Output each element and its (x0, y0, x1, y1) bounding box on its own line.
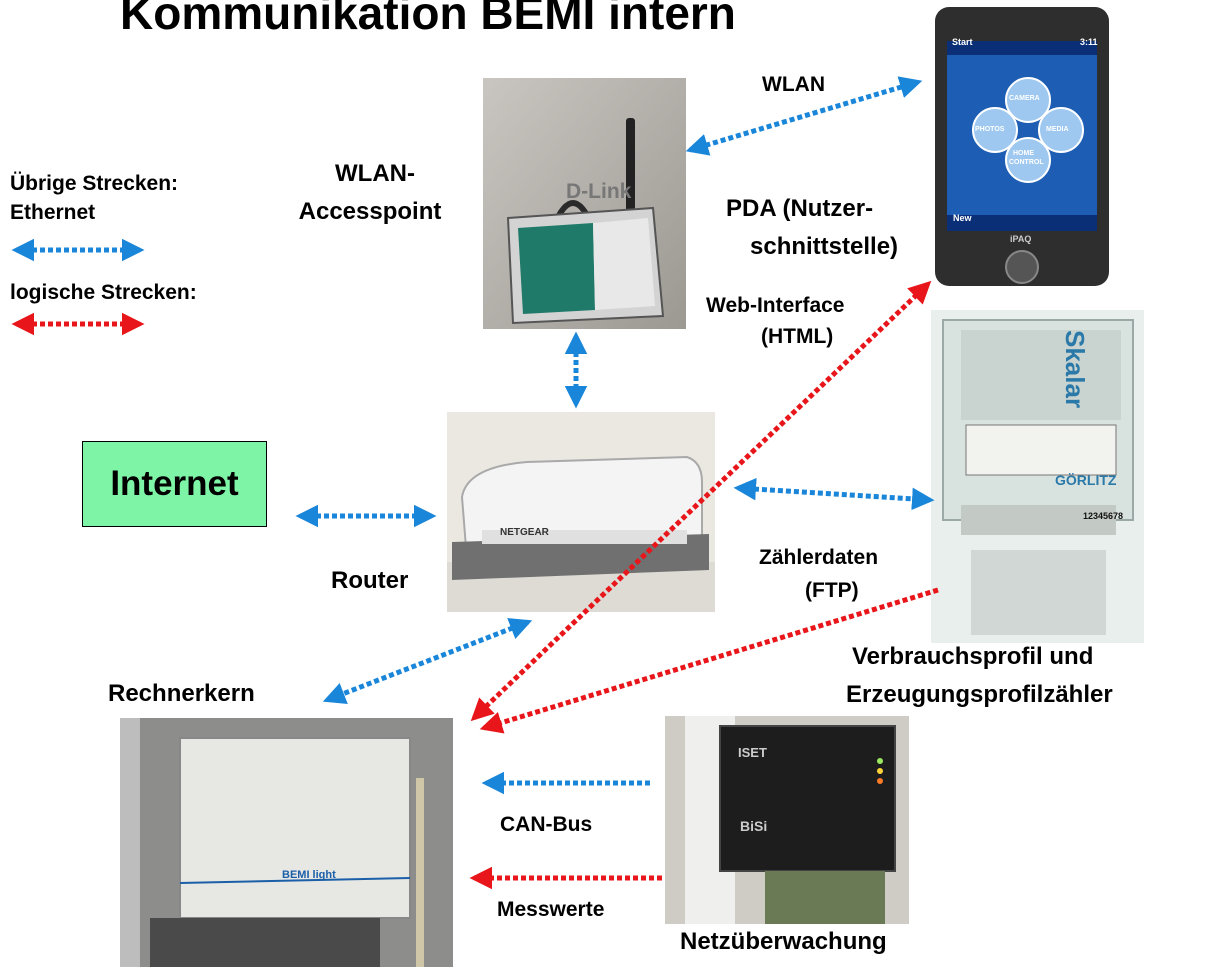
pda-start: Start (952, 37, 973, 47)
meter-number: 12345678 (1083, 511, 1124, 521)
canbus-label: CAN-Bus (500, 813, 593, 836)
web-interface-arrow (470, 280, 932, 722)
meter-photo (931, 310, 1144, 643)
pda-camera: CAMERA (1009, 95, 1040, 102)
router-core-arrow (322, 618, 533, 704)
netzueberwachung-photo (665, 716, 909, 924)
legend-logical-label: logische Strecken: (10, 281, 197, 304)
iset-label: ISET (738, 745, 767, 760)
pda-home: HOME (1013, 150, 1034, 157)
internet-node: Internet (82, 441, 267, 527)
internet-label: Internet (110, 464, 239, 503)
wlan-accesspoint-brand: D-Link (566, 180, 632, 203)
pda-label-line2: schnittstelle) (750, 233, 899, 260)
page-title: Kommunikation BEMI intern (120, 0, 736, 39)
router-meter-arrow (733, 477, 935, 511)
pda-model: iPAQ (1010, 234, 1032, 244)
zaehlerdaten-arrow (479, 587, 939, 734)
pda-photo (933, 5, 1111, 288)
router-label: Router (331, 567, 409, 594)
pda-label-line1: PDA (Nutzer- (726, 195, 874, 222)
rechnerkern-photo (120, 718, 453, 967)
wlan-ap-label-line2: Accesspoint (298, 198, 442, 225)
netzueberwachung-label: Netzüberwachung (680, 928, 887, 955)
rechnerkern-label: Rechnerkern (108, 680, 255, 707)
legend-ethernet-label: Übrige Strecken: (10, 172, 179, 195)
meter-maker: GÖRLITZ (1055, 472, 1117, 488)
pda-media: MEDIA (1046, 126, 1069, 133)
bemi-light-label: BEMI light (282, 869, 336, 881)
pda-control: CONTROL (1009, 159, 1044, 166)
wlan-ap-label-line1: WLAN- (335, 160, 415, 187)
pda-new: New (953, 213, 972, 223)
messwerte-label: Messwerte (497, 898, 605, 921)
bisi-label: BiSi (740, 818, 768, 834)
pda-time: 3:11 (1080, 37, 1098, 47)
wlan-arrow (685, 76, 923, 156)
legend-ethernet-sublabel: Ethernet (10, 201, 96, 224)
pda-photos: PHOTOS (975, 126, 1005, 133)
